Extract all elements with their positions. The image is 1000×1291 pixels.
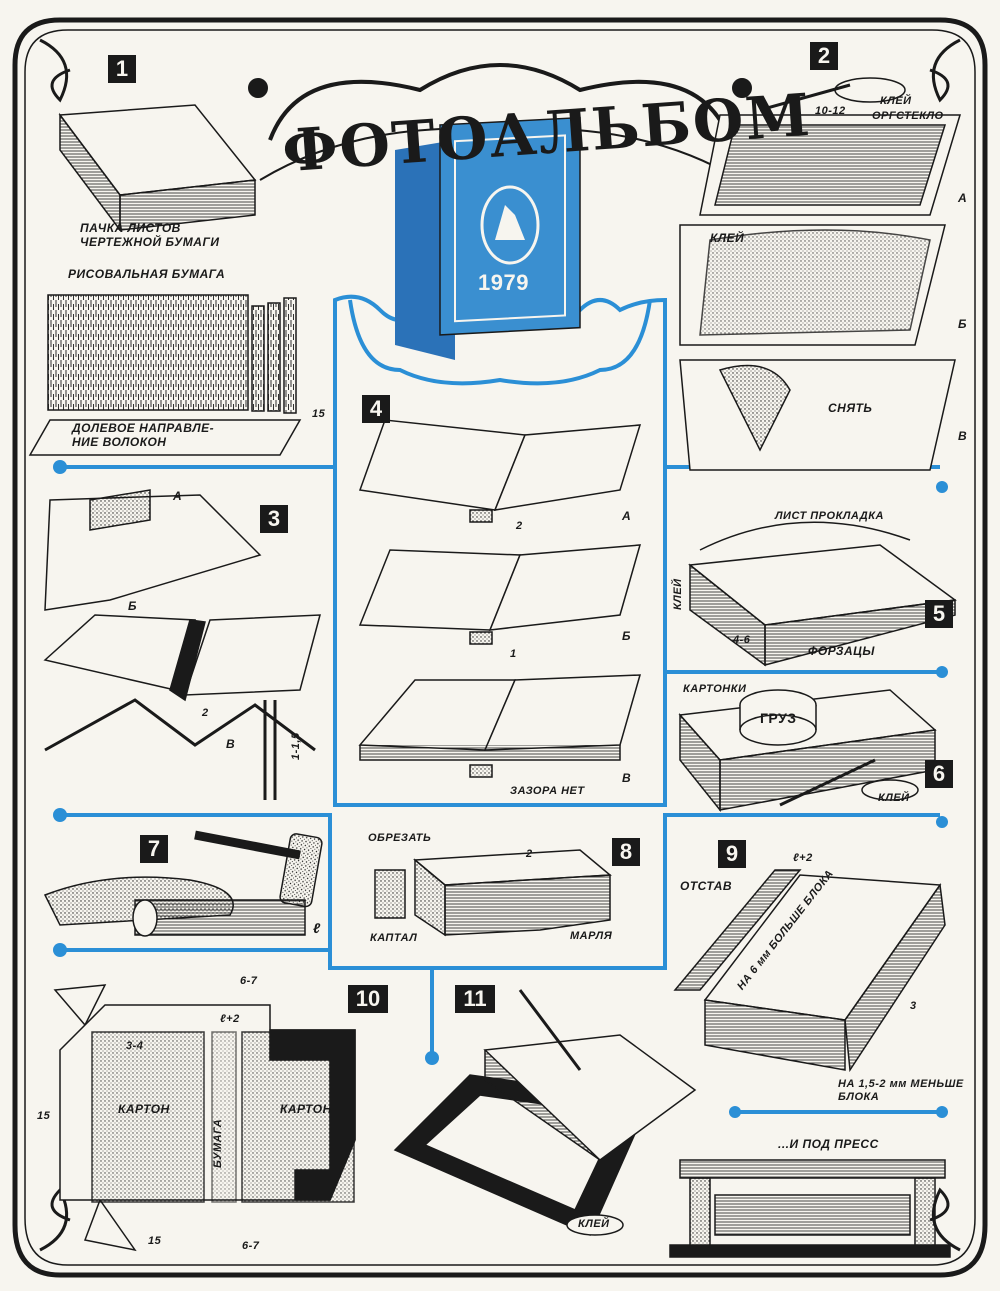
press-illustration bbox=[669, 1159, 951, 1258]
title-ornament bbox=[248, 63, 752, 181]
step-number-4: 4 bbox=[362, 395, 390, 423]
step2-gluing-frames bbox=[679, 77, 962, 471]
step10-card-right-label: КАРТОН bbox=[280, 1102, 332, 1116]
step5-book-block bbox=[688, 521, 957, 667]
step2-dim: 10-12 bbox=[815, 105, 846, 117]
step7-hammering bbox=[43, 830, 323, 937]
step10-dim-15: 15 bbox=[37, 1110, 51, 1122]
step2-glass-label: ОРГСТЕКЛО bbox=[872, 110, 944, 122]
step11-glue-label: КЛЕЙ bbox=[578, 1218, 610, 1230]
step6-glue-label: КЛЕЙ bbox=[878, 792, 910, 804]
step6-press-block bbox=[678, 689, 937, 813]
step-number-9: 9 bbox=[718, 840, 746, 868]
step9-cover-fitting bbox=[673, 869, 946, 1073]
step10-dim-l2: ℓ+2 bbox=[220, 1013, 240, 1025]
step2-glue2-label: КЛЕЙ bbox=[710, 231, 745, 245]
step9-dim-top: ℓ+2 bbox=[793, 852, 813, 864]
step-number-5: 5 bbox=[925, 600, 953, 628]
step10-cover-layout bbox=[53, 984, 356, 1252]
step10-dim-6-7-top: 6-7 bbox=[240, 975, 258, 987]
step2-a: А bbox=[958, 191, 968, 205]
step-number-8: 8 bbox=[612, 838, 640, 866]
step10-dim-15-bottom: 15 bbox=[148, 1235, 162, 1247]
step8-gauze-label: МАРЛЯ bbox=[570, 930, 613, 942]
step3-dim-2: 2 bbox=[202, 707, 209, 719]
step4-spreads bbox=[358, 419, 642, 778]
step4-b: Б bbox=[622, 629, 631, 643]
step1-paper-label: РИСОВАЛЬНАЯ БУМАГА bbox=[68, 267, 226, 281]
step4-dim-1: 1 bbox=[510, 648, 517, 660]
step4-v: В bbox=[622, 771, 632, 785]
step2-b: Б bbox=[958, 317, 967, 331]
step2-v: В bbox=[958, 429, 968, 443]
step2-glue-label: КЛЕЙ bbox=[880, 95, 912, 107]
step3-dim-1-15: 1-1,5 bbox=[290, 732, 302, 760]
step10-paper-label: БУМАГА bbox=[212, 1118, 224, 1168]
step-number-7: 7 bbox=[140, 835, 168, 863]
step10-dim-3-4: 3-4 bbox=[126, 1040, 144, 1052]
step5-dim: 4-6 bbox=[733, 634, 751, 646]
step1-paper-stack bbox=[58, 104, 257, 233]
step-number-2: 2 bbox=[810, 42, 838, 70]
step9-spine-label: ОТСТАВ bbox=[680, 879, 733, 893]
step9-smaller-label: НА 1,5-2 мм МЕНЬШЕ БЛОКА bbox=[838, 1078, 964, 1103]
step-number-1: 1 bbox=[108, 55, 136, 83]
step10-card-left-label: КАРТОН bbox=[118, 1102, 170, 1116]
step5-spacer-label: ЛИСТ ПРОКЛАДКА bbox=[775, 510, 884, 522]
step-number-11: 11 bbox=[455, 985, 495, 1013]
step8-trim-label: ОБРЕЗАТЬ bbox=[368, 832, 432, 844]
step8-spine-gauze bbox=[374, 849, 612, 937]
step-number-6: 6 bbox=[925, 760, 953, 788]
step4-no-gap: ЗАЗОРА НЕТ bbox=[510, 785, 585, 797]
step3-v: В bbox=[226, 737, 236, 751]
step1-dim-15: 15 bbox=[312, 408, 326, 420]
step10-dim-6-7-bottom: 6-7 bbox=[242, 1240, 260, 1252]
step3-a: А bbox=[173, 489, 183, 503]
step8-headband-label: КАПТАЛ bbox=[370, 932, 418, 944]
step1-grain-sheet bbox=[28, 294, 302, 456]
step6-cards-label: КАРТОНКИ bbox=[683, 683, 747, 695]
step5-endpapers-label: ФОРЗАЦЫ bbox=[808, 644, 875, 658]
step11-casing-in bbox=[393, 989, 697, 1236]
album-cover-illustration bbox=[395, 116, 581, 360]
step2-remove-label: СНЯТЬ bbox=[828, 401, 873, 415]
step7-l: ℓ bbox=[313, 920, 321, 936]
step-number-10: 10 bbox=[348, 985, 388, 1013]
cover-year: 1979 bbox=[478, 270, 529, 295]
step-number-3: 3 bbox=[260, 505, 288, 533]
press-label: ...И ПОД ПРЕСС bbox=[778, 1137, 879, 1151]
step3-spine-folding bbox=[43, 489, 321, 800]
step3-b: Б bbox=[128, 599, 137, 613]
step1-stack-label: ПАЧКА ЛИСТОВ ЧЕРТЕЖНОЙ БУМАГИ bbox=[80, 221, 220, 249]
blue-connector-knots bbox=[53, 460, 948, 1118]
step1-grain-label: ДОЛЕВОЕ НАПРАВЛЕ- НИЕ ВОЛОКОН bbox=[72, 421, 215, 449]
step4-a: А bbox=[622, 509, 632, 523]
step5-glue-label: КЛЕЙ bbox=[672, 578, 684, 610]
step4-dim-2: 2 bbox=[516, 520, 523, 532]
step9-dim-3: 3 bbox=[910, 1000, 917, 1012]
step8-dim: 2 bbox=[526, 848, 533, 860]
step6-weight-label: ГРУЗ bbox=[760, 710, 797, 726]
